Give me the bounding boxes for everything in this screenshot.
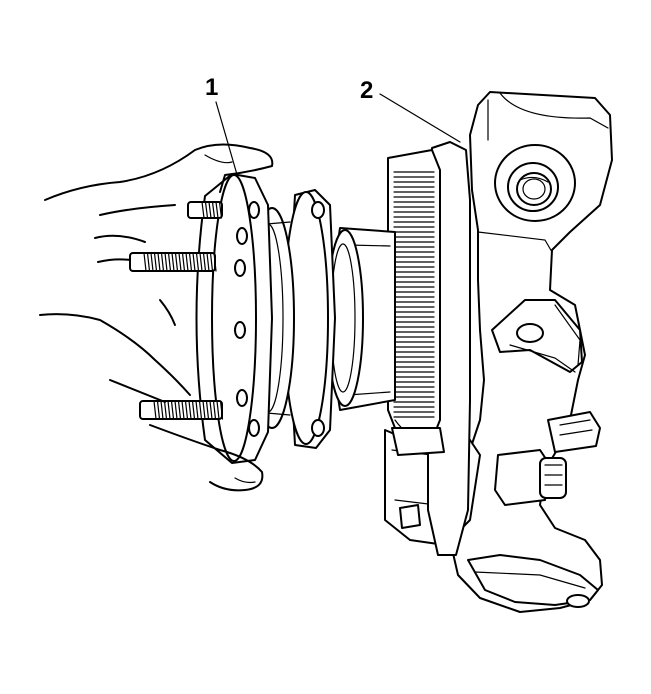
lug-hole [248, 201, 260, 219]
callout-2: 2 [360, 77, 461, 143]
callout-1: 1 [205, 74, 239, 179]
hub-flange-lug-holes [234, 201, 260, 437]
hub-bearing-flange [283, 189, 336, 449]
hub-bearing-body [326, 227, 396, 411]
callout-2-label: 2 [360, 77, 373, 104]
lug-hole [236, 227, 248, 245]
knuckle-bracket [491, 299, 583, 373]
lug-hole [236, 389, 248, 407]
wheel-stud [187, 201, 223, 219]
knuckle-bore-boss [494, 144, 576, 222]
lug-hole [248, 419, 260, 437]
tone-ring-teeth [393, 171, 435, 418]
abs-tone-ring [387, 141, 471, 556]
technician-hand [39, 143, 274, 492]
wheel-hub-flange [195, 173, 273, 464]
lug-hole [234, 321, 246, 339]
callout-1-label: 1 [205, 74, 218, 101]
lug-hole [234, 259, 246, 277]
wheel-studs [129, 201, 224, 420]
wheel-stud [139, 400, 224, 420]
wheel-stud [129, 252, 217, 272]
